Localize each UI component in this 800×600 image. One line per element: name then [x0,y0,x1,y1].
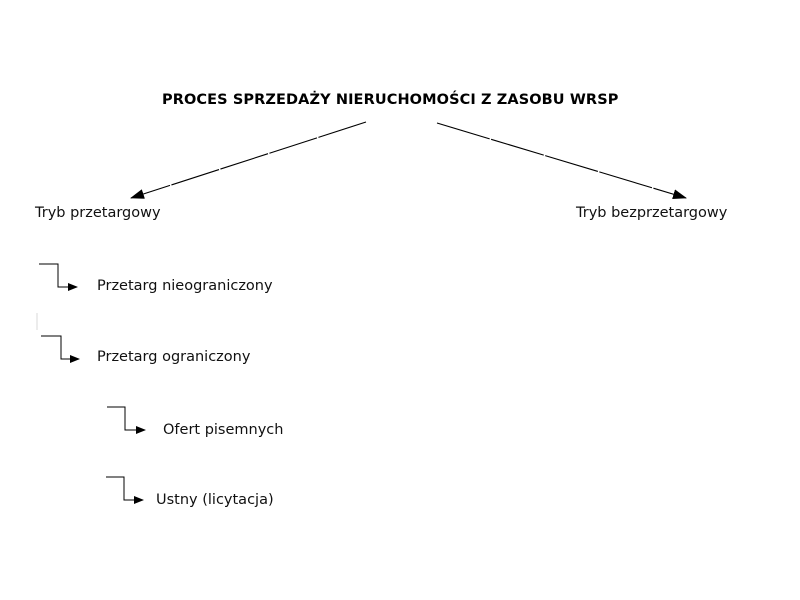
elbow-arrow-ustny [106,476,144,504]
diagram-title: PROCES SPRZEDAŻY NIERUCHOMOŚCI Z ZASOBU … [162,92,619,108]
node-przetarg-nieograniczony: Przetarg nieograniczony [97,278,273,294]
node-przetarg-ograniczony: Przetarg ograniczony [97,349,251,365]
node-tryb-bezprzetargowy: Tryb bezprzetargowy [576,205,728,221]
node-ustny-licytacja: Ustny (licytacja) [156,492,274,508]
elbow-arrow-nieograniczony [39,263,78,291]
elbow-arrow-pisemnych [107,406,146,434]
arrow-to-tryb-bezprzetargowy [436,122,687,200]
arrow-to-tryb-przetargowy [130,121,367,199]
node-ofert-pisemnych: Ofert pisemnych [163,422,284,438]
node-tryb-przetargowy: Tryb przetargowy [35,205,161,221]
elbow-arrow-ograniczony [41,335,80,363]
